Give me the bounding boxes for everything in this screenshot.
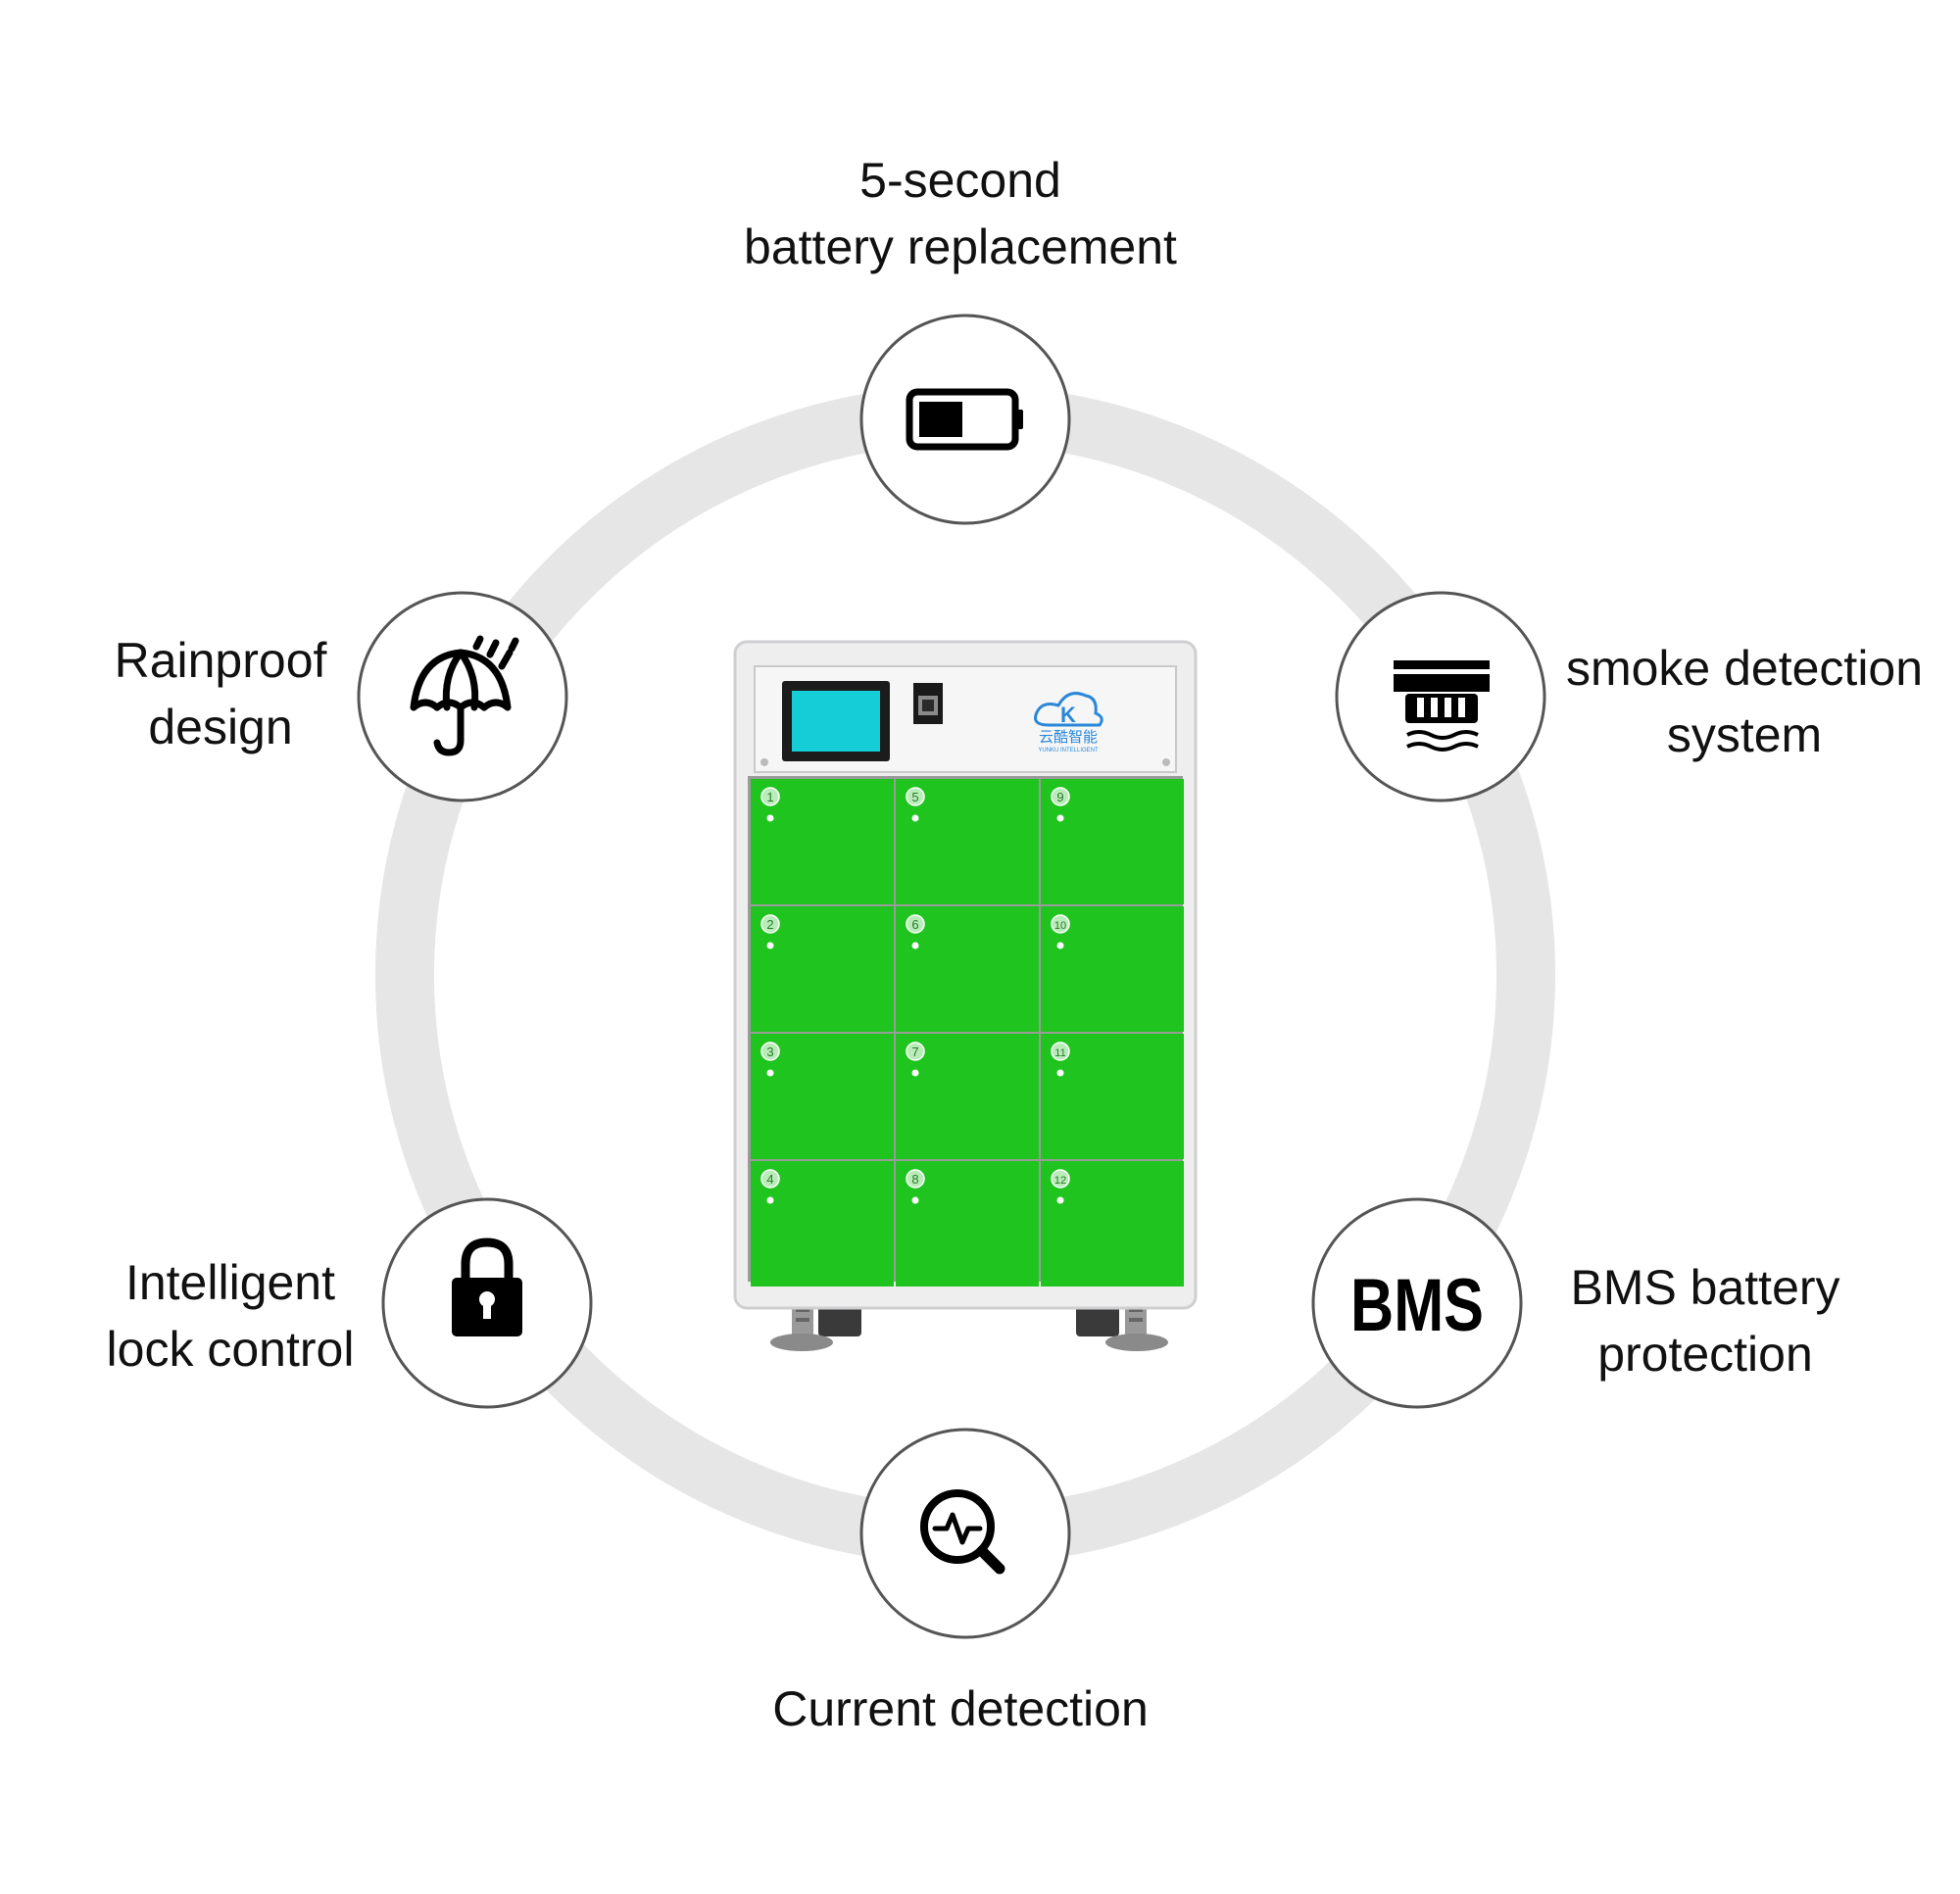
compartment-lock-dot	[911, 1069, 919, 1077]
compartment-grid: 1 5 9 2 6 10 3 7 11 4 8 12	[751, 779, 1184, 1287]
lock-feature-circle	[381, 1197, 593, 1409]
compartment-door: 3	[751, 1034, 894, 1159]
compartment-number-badge	[760, 787, 780, 806]
bms-feature-circle: BMS	[1311, 1197, 1523, 1409]
label-line: system	[1666, 707, 1823, 762]
lock-control-label: Intelligent lock control	[83, 1249, 377, 1383]
compartment-number: 3	[766, 1044, 773, 1059]
smoke-feature-circle	[1335, 591, 1546, 802]
compartment-number: 12	[1054, 1175, 1066, 1187]
label-line: protection	[1597, 1327, 1813, 1382]
label-line: Current detection	[772, 1681, 1149, 1736]
label-line: Intelligent	[124, 1255, 336, 1310]
compartment-door: 9	[1041, 779, 1184, 904]
compartment-door: 8	[896, 1161, 1039, 1287]
brand-logo: K 云酷智能 YUNKU INTELLIGENT	[1034, 692, 1103, 753]
battery-feature-circle	[859, 314, 1071, 525]
compartment-number: 6	[911, 917, 918, 932]
compartment-door: 10	[1041, 906, 1184, 1032]
compartment-number-badge	[760, 914, 780, 934]
cabinet-foot-right	[1076, 1301, 1168, 1351]
compartment-lock-dot	[911, 942, 919, 949]
label-line: design	[148, 700, 293, 754]
compartment-door: 4	[751, 1161, 894, 1287]
compartment-number: 5	[911, 790, 918, 804]
compartment-number: 1	[766, 790, 773, 804]
compartment-number-badge	[1051, 787, 1070, 806]
label-line: BMS battery	[1570, 1260, 1840, 1315]
logo-letter: K	[1060, 703, 1076, 727]
label-line: 5-second	[859, 153, 1061, 208]
compartment-lock-dot	[911, 1196, 919, 1204]
rainproof-feature-circle	[357, 591, 568, 802]
compartment-lock-dot	[1056, 942, 1064, 949]
compartment-number-badge	[760, 1169, 780, 1189]
compartment-number-badge	[906, 1169, 925, 1189]
cabinet-screen	[792, 691, 880, 752]
current-detection-label: Current detection	[745, 1675, 1176, 1742]
brand-name-en: YUNKU INTELLIGENT	[1038, 748, 1099, 753]
compartment-number-badge	[1051, 1042, 1070, 1061]
compartment-number: 4	[766, 1172, 773, 1187]
compartment-lock-dot	[766, 942, 774, 949]
label-line: Rainproof	[114, 633, 327, 688]
compartment-lock-dot	[1056, 1196, 1064, 1204]
smoke-detector-icon	[1394, 660, 1490, 752]
compartment-number: 2	[766, 917, 773, 932]
compartment-number-badge	[1051, 914, 1070, 934]
compartment-number-badge	[906, 787, 925, 806]
battery-swap-cabinet: K 云酷智能 YUNKU INTELLIGENT 1 5 9 2 6 10 3 7 11 4 8 12	[733, 640, 1198, 1351]
compartment-door: 11	[1041, 1034, 1184, 1159]
compartment-lock-dot	[1056, 814, 1064, 822]
compartment-door: 6	[896, 906, 1039, 1032]
battery-icon	[906, 388, 1023, 451]
bms-label: BMS battery protection	[1553, 1254, 1857, 1387]
rainproof-label: Rainproof design	[59, 627, 382, 760]
compartment-door: 5	[896, 779, 1039, 904]
current-feature-circle	[859, 1428, 1071, 1639]
compartment-lock-dot	[766, 814, 774, 822]
padlock-icon	[452, 1238, 522, 1336]
compartment-number: 11	[1054, 1047, 1065, 1059]
compartment-door: 2	[751, 906, 894, 1032]
compartment-number: 10	[1054, 920, 1066, 932]
compartment-number-badge	[1051, 1169, 1070, 1189]
compartment-number-badge	[760, 1042, 780, 1061]
compartment-number-badge	[906, 914, 925, 934]
label-line: battery replacement	[744, 219, 1177, 274]
battery-replacement-label: 5-second battery replacement	[686, 147, 1235, 280]
compartment-number-badge	[906, 1042, 925, 1061]
bms-icon: BMS	[1350, 1264, 1484, 1347]
compartment-lock-dot	[766, 1196, 774, 1204]
compartment-lock-dot	[911, 814, 919, 822]
umbrella-rain-icon	[410, 635, 519, 756]
cabinet-foot-left	[770, 1301, 861, 1351]
compartment-lock-dot	[766, 1069, 774, 1077]
compartment-door: 12	[1041, 1161, 1184, 1287]
compartment-door: 7	[896, 1034, 1039, 1159]
current-detection-icon	[920, 1489, 1005, 1575]
label-line: smoke detection	[1565, 641, 1924, 696]
compartment-door: 1	[751, 779, 894, 904]
smoke-detection-label: smoke detection system	[1548, 635, 1940, 768]
compartment-number: 8	[911, 1172, 918, 1187]
compartment-number: 7	[911, 1044, 918, 1059]
brand-name-cn: 云酷智能	[1039, 728, 1098, 746]
compartment-lock-dot	[1056, 1069, 1064, 1077]
label-line: lock control	[106, 1322, 355, 1377]
compartment-number: 9	[1056, 790, 1063, 804]
